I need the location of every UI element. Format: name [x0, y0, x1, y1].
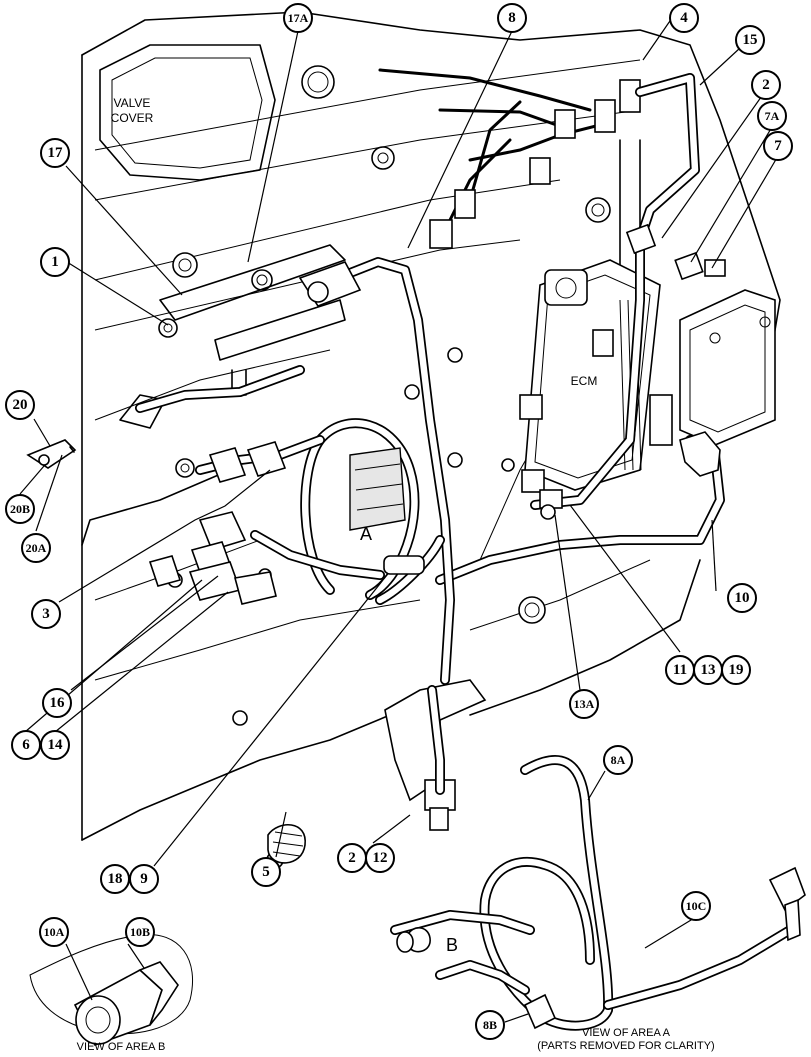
callout-10A: 10A — [39, 917, 69, 947]
callout-12: 12 — [365, 843, 395, 873]
svg-text:15: 15 — [743, 32, 758, 48]
svg-text:8B: 8B — [483, 1018, 497, 1032]
svg-text:9: 9 — [140, 871, 148, 887]
svg-text:11: 11 — [673, 662, 687, 678]
svg-text:10A: 10A — [44, 925, 65, 939]
leader-lines — [19, 17, 779, 1023]
callout-18: 18 — [100, 864, 130, 894]
view-area-a-caption-line2: (PARTS REMOVED FOR CLARITY) — [537, 1040, 714, 1052]
injector-fuel-lines — [378, 68, 641, 301]
callout-3: 3 — [31, 599, 61, 629]
callout-10: 10 — [727, 583, 757, 613]
valve-cover-label-line1: VALVE — [114, 96, 151, 110]
callout-7: 7 — [763, 131, 793, 161]
svg-text:17A: 17A — [288, 11, 309, 25]
callout-20: 20 — [5, 390, 35, 420]
lower-fuel-fitting — [384, 679, 487, 831]
svg-text:2: 2 — [348, 850, 356, 866]
svg-text:17: 17 — [48, 145, 64, 161]
ecm-connector-box — [649, 289, 776, 446]
svg-text:1: 1 — [51, 254, 59, 270]
svg-text:10C: 10C — [686, 899, 707, 913]
valve-cover-shape — [99, 44, 335, 181]
view-area-a-detail — [390, 755, 806, 1031]
svg-text:10: 10 — [735, 590, 750, 606]
text-labels: VALVE COVER ECM A B VIEW OF AREA A (PART… — [77, 96, 715, 1053]
callout-20B: 20B — [5, 494, 35, 524]
callout-17A: 17A — [283, 3, 313, 33]
callout-7A: 7A — [757, 101, 787, 131]
callout-2-lower: 2 — [337, 843, 367, 873]
svg-text:8A: 8A — [611, 753, 626, 767]
svg-text:20: 20 — [13, 397, 28, 413]
fuel-line-loop — [250, 257, 455, 685]
callout-4: 4 — [669, 3, 699, 33]
area-a-label: A — [360, 524, 372, 544]
view-area-b-caption: VIEW OF AREA B — [77, 1041, 166, 1053]
svg-text:7: 7 — [774, 138, 782, 154]
svg-text:13A: 13A — [574, 697, 595, 711]
svg-text:6: 6 — [22, 737, 30, 753]
left-fuel-lines — [135, 261, 362, 864]
callout-11: 11 — [665, 655, 695, 685]
svg-text:20B: 20B — [10, 502, 30, 516]
callout-19: 19 — [721, 655, 751, 685]
svg-text:19: 19 — [729, 662, 744, 678]
callout-13: 13 — [693, 655, 723, 685]
callout-20A: 20A — [21, 533, 51, 563]
svg-text:18: 18 — [108, 871, 123, 887]
svg-text:10B: 10B — [130, 925, 150, 939]
ecm-fuel-lines — [435, 73, 726, 585]
svg-text:12: 12 — [373, 850, 388, 866]
bracket-20 — [26, 439, 77, 469]
callout-17: 17 — [40, 138, 70, 168]
svg-text:8: 8 — [508, 10, 516, 26]
svg-text:16: 16 — [50, 695, 66, 711]
callout-5: 5 — [251, 857, 281, 887]
callout-10C: 10C — [681, 891, 711, 921]
svg-text:5: 5 — [262, 864, 270, 880]
valve-cover-label-line2: COVER — [111, 111, 154, 125]
view-area-a-caption-line1: VIEW OF AREA A — [582, 1027, 671, 1039]
view-area-b-detail — [29, 933, 194, 1046]
callout-8B: 8B — [475, 1010, 505, 1040]
callout-8A: 8A — [603, 745, 633, 775]
svg-text:7A: 7A — [765, 109, 780, 123]
callout-9: 9 — [129, 864, 159, 894]
callout-16: 16 — [42, 688, 72, 718]
callout-2-upper: 2 — [751, 70, 781, 100]
callout-15: 15 — [735, 25, 765, 55]
callout-13A: 13A — [569, 689, 599, 719]
callout-6: 6 — [11, 730, 41, 760]
callout-10B: 10B — [125, 917, 155, 947]
callout-8: 8 — [497, 3, 527, 33]
svg-text:20A: 20A — [26, 541, 47, 555]
svg-text:2: 2 — [762, 77, 770, 93]
callout-14: 14 — [40, 730, 70, 760]
svg-text:13: 13 — [701, 662, 716, 678]
callout-1: 1 — [40, 247, 70, 277]
svg-text:4: 4 — [680, 10, 688, 26]
svg-text:3: 3 — [42, 606, 50, 622]
ecm-label: ECM — [571, 374, 598, 388]
svg-text:14: 14 — [48, 737, 64, 753]
area-b-label: B — [446, 935, 458, 955]
